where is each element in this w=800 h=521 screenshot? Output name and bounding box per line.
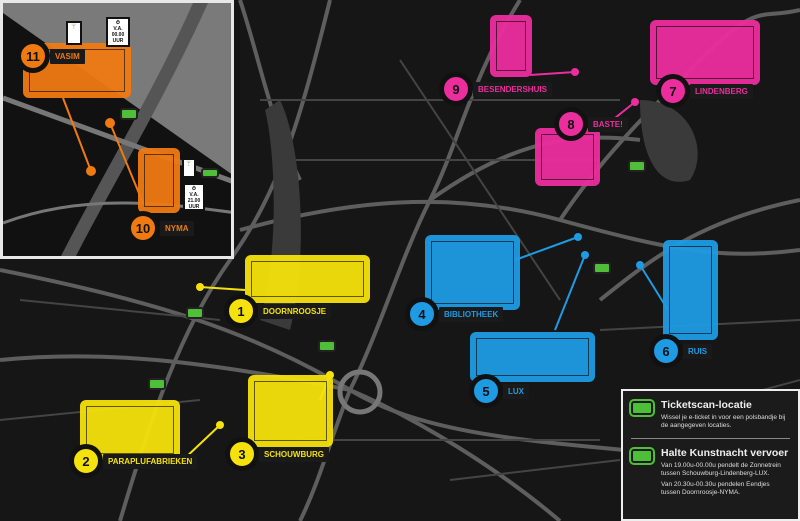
lindenberg-building-illustration (650, 20, 760, 85)
nyma-building-illustration (138, 148, 180, 213)
bibliotheek-building-illustration (425, 235, 520, 310)
train-stop-icon[interactable] (186, 307, 204, 319)
train-stop-icon[interactable] (318, 340, 336, 352)
location-marker-baste[interactable]: 8Baste! (557, 110, 628, 138)
legend-divider (631, 438, 790, 439)
schouwburg-building-illustration (248, 375, 333, 447)
ticket-icon (201, 168, 219, 178)
besendershuis-building-illustration (490, 15, 532, 77)
train-stop-icon[interactable] (148, 378, 166, 390)
lux-building-illustration (470, 332, 595, 382)
inset-map: 🍸 ⏱V.A. 00.00 UUR 🍸 ⏱V.A. 21.00 UUR (0, 0, 234, 259)
location-marker-vasim[interactable]: 11Vasim (19, 42, 85, 70)
train-stop-icon[interactable] (628, 160, 646, 172)
location-marker-besendershuis[interactable]: 9Besendershuis (442, 75, 552, 103)
train-icon (631, 449, 653, 463)
doornroosje-building-illustration (245, 255, 370, 303)
location-marker-paraplufabrieken[interactable]: 2Paraplufabrieken (72, 447, 198, 475)
train-stop-icon[interactable] (593, 262, 611, 274)
ruis-building-illustration (663, 240, 718, 340)
drinks-icon: 🍸 (182, 158, 196, 178)
location-marker-lindenberg[interactable]: 7Lindenberg (659, 77, 753, 105)
location-marker-ruis[interactable]: 6Ruis (652, 337, 713, 365)
drinks-icon: 🍸 (66, 21, 82, 45)
location-marker-doornroosje[interactable]: 1Doornroosje (227, 297, 332, 325)
train-stop-icon[interactable] (120, 108, 138, 120)
location-marker-lux[interactable]: 5Lux (472, 377, 529, 405)
clock-time-tag: ⏱V.A. 21.00 UUR (183, 183, 205, 211)
location-marker-schouwburg[interactable]: 3Schouwburg (228, 440, 329, 468)
location-marker-bibliotheek[interactable]: 4Bibliotheek (408, 300, 504, 328)
ticket-icon (631, 401, 653, 415)
clock-time-tag: ⏱V.A. 00.00 UUR (106, 17, 130, 47)
